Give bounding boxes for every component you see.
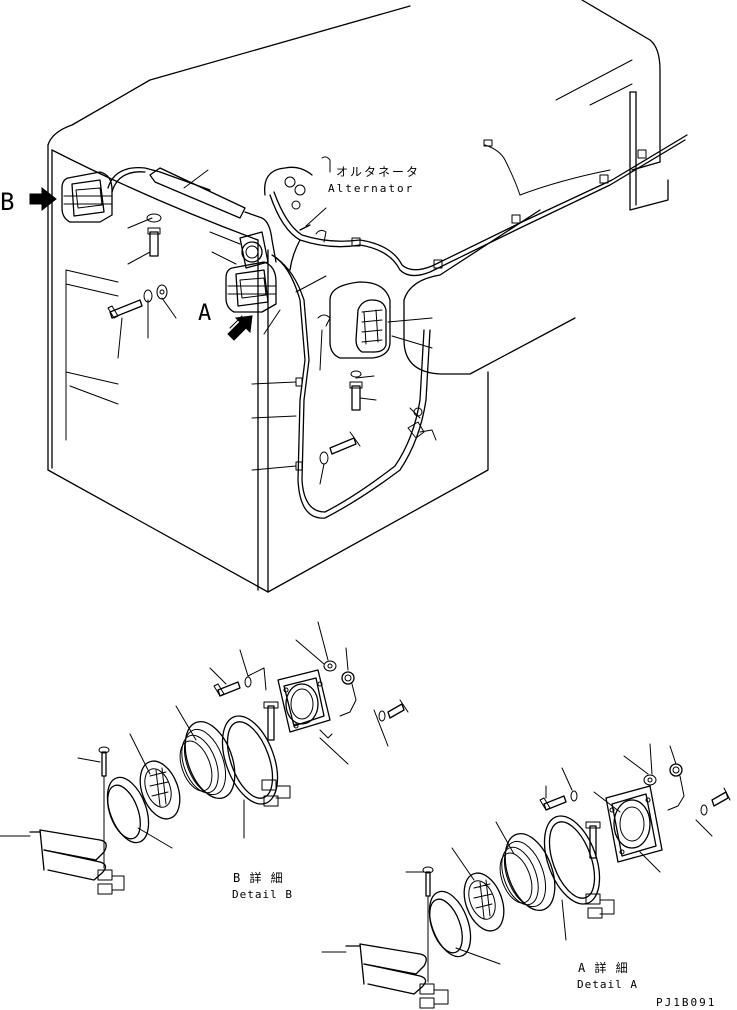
lamp-rear-assembly <box>329 281 391 359</box>
leader-lines-details <box>0 621 713 1005</box>
detail-b-assembly <box>29 660 409 895</box>
lamp-a-assembly <box>225 231 277 313</box>
detail-a-jp-label: A 詳 細 <box>578 960 629 975</box>
detail-a-en-label: Detail A <box>577 978 638 991</box>
detail-b-jp-label: B 詳 細 <box>233 870 284 885</box>
machine-body <box>47 0 669 593</box>
leader-lines-main <box>117 156 433 485</box>
main-fasteners <box>107 213 363 465</box>
arrow-b-icon <box>29 186 57 212</box>
drawing-code: PJ1B091 <box>656 996 716 1009</box>
alternator-jp-label: オルタネータ <box>336 165 420 179</box>
detail-b-en-label: Detail B <box>232 888 293 901</box>
alternator-en-label: Alternator <box>328 182 414 195</box>
detail-a-assembly <box>345 763 731 1009</box>
wiring-harness <box>107 134 688 519</box>
view-a-label: A <box>198 301 211 326</box>
view-b-label: B <box>0 188 14 216</box>
lamp-b-assembly <box>61 171 113 223</box>
arrow-a-icon <box>227 315 253 341</box>
